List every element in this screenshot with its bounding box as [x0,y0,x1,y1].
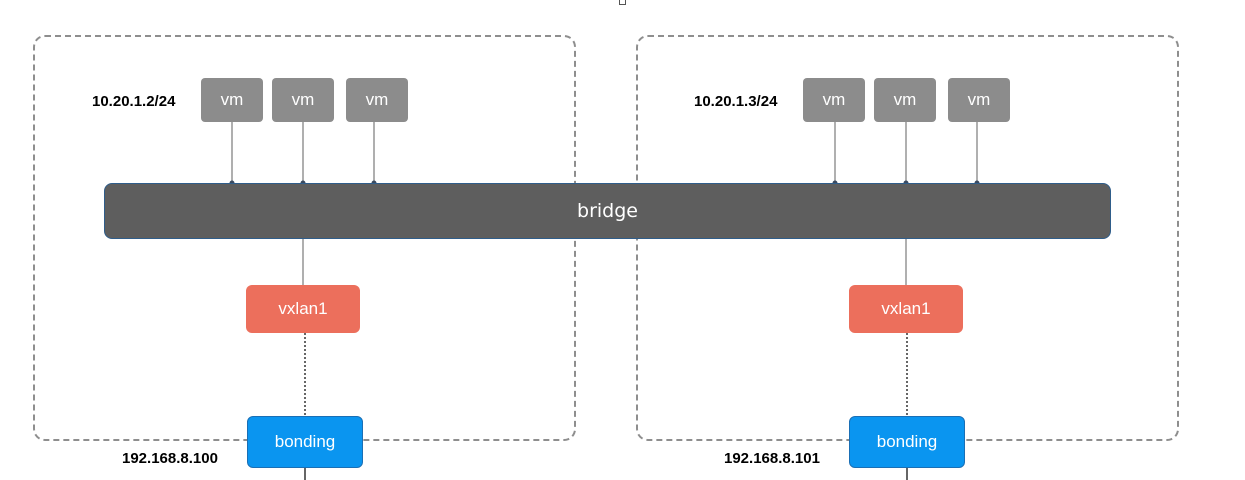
host-1-bonding[interactable]: bonding [247,416,363,468]
host-2-vm-3[interactable]: vm [948,78,1010,122]
host-2-vm-subnet: 10.20.1.3/24 [694,93,778,110]
host-2-vm-1[interactable]: vm [803,78,865,122]
host-2-vxlan[interactable]: vxlan1 [849,285,963,333]
host-2-bonding-ip: 192.168.8.101 [724,450,820,467]
host-2-bonding[interactable]: bonding [849,416,965,468]
host-1-vxlan[interactable]: vxlan1 [246,285,360,333]
host-2-vm-2[interactable]: vm [874,78,936,122]
host-1-vm-3[interactable]: vm [346,78,408,122]
bridge-bar[interactable]: bridge [104,183,1111,239]
host-1-vm-subnet: 10.20.1.2/24 [92,93,176,110]
host-1-bonding-ip: 192.168.8.100 [122,450,218,467]
host-1-vm-2[interactable]: vm [272,78,334,122]
artifact-mark [619,0,626,5]
host-1-vm-1[interactable]: vm [201,78,263,122]
